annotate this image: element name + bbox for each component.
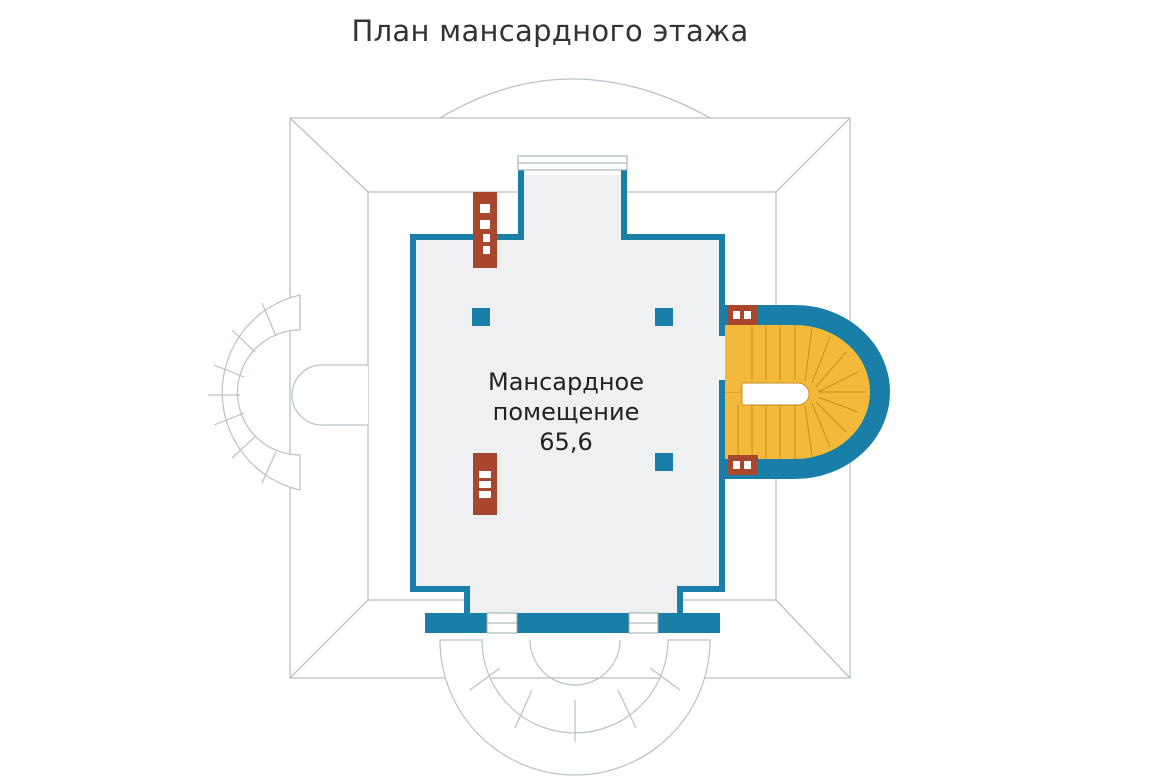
top-window <box>517 155 628 171</box>
bottom-spiral-roof <box>439 639 711 776</box>
roof-hip-tl <box>289 117 369 193</box>
roof-hip-bl <box>289 599 369 679</box>
stair-tower <box>719 305 890 479</box>
roof-hip-br <box>775 599 851 679</box>
stair-doorway <box>719 336 725 380</box>
roof-hip-tr <box>775 117 851 193</box>
column-1 <box>472 308 490 326</box>
roof-dome-top <box>439 78 711 119</box>
room-floor <box>412 175 722 617</box>
room-name-line2: помещение <box>493 398 640 426</box>
stair-well <box>741 382 810 406</box>
column-3 <box>655 453 673 471</box>
tower-chimney-top <box>728 305 758 325</box>
bottom-windows <box>486 612 659 634</box>
chimney-bottom <box>473 453 497 515</box>
exterior-walls <box>410 170 725 633</box>
left-spiral-roof <box>208 294 368 491</box>
room-area: 65,6 <box>539 428 592 456</box>
tower-chimney-bottom <box>728 455 758 475</box>
chimney-top <box>473 192 497 268</box>
plan-title: План мансардного этажа <box>351 14 749 48</box>
column-2 <box>655 308 673 326</box>
columns <box>472 308 673 471</box>
room-name-line1: Мансардное <box>488 368 644 396</box>
